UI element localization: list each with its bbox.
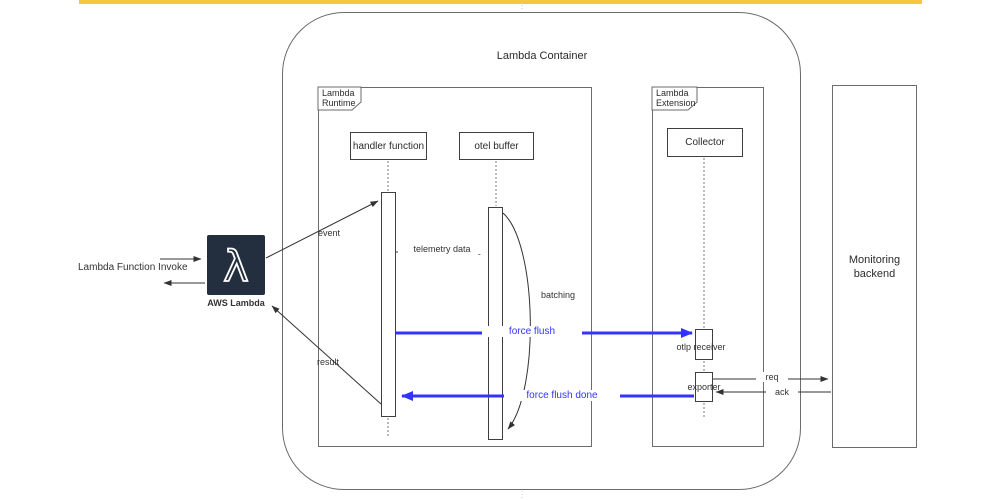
runtime-frame-label: Lambda Runtime (322, 88, 356, 108)
event-arrow (265, 200, 379, 259)
aws-lambda-icon: λ (207, 235, 265, 295)
exporter-label: exporter (687, 382, 721, 392)
otlp-receiver-label: otlp receiver (676, 342, 726, 352)
handler-function-label: handler function (352, 140, 425, 152)
lambda-extension-frame (652, 87, 764, 447)
lambda-glyph: λ (223, 242, 248, 292)
container-title: Lambda Container (496, 50, 588, 62)
lambda-glyph-icon: λ (222, 241, 249, 293)
result-label: result (317, 357, 340, 367)
invoke-label: Lambda Function Invoke (78, 262, 188, 273)
otel-buffer-activation-bar (488, 207, 503, 440)
lambda-container-box (282, 12, 801, 490)
otlp-receiver-box (695, 329, 713, 360)
handler-function-box: handler function (350, 132, 427, 160)
lambda-runtime-frame (318, 87, 592, 447)
collector-label: Collector (685, 137, 725, 148)
otel-buffer-label: otel buffer (474, 140, 519, 152)
lifelines (387, 158, 705, 438)
telemetry-data-label: telemetry data (398, 244, 486, 254)
ack-label: ack (766, 387, 798, 397)
collector-box: Collector (667, 128, 743, 157)
aws-lambda-label: AWS Lambda (207, 298, 265, 308)
extension-frame-label: Lambda Extension (656, 88, 696, 108)
top-accent-strip (79, 0, 922, 4)
runtime-frame-tab (317, 86, 362, 111)
req-label: req (756, 372, 788, 382)
result-arrow (271, 305, 382, 405)
monitoring-backend-box: Monitoring backend (832, 85, 917, 448)
monitoring-backend-label: Monitoring backend (848, 253, 901, 280)
extension-frame-tab (651, 86, 698, 111)
force-flush-done-label: force flush done (504, 390, 620, 401)
otel-buffer-box: otel buffer (459, 132, 534, 160)
batching-self-arrow (502, 212, 531, 430)
handler-activation-bar (381, 192, 396, 417)
event-label: event (318, 228, 341, 238)
batching-label: batching (541, 290, 576, 300)
exporter-box (695, 372, 713, 402)
force-flush-label: force flush (482, 326, 582, 337)
